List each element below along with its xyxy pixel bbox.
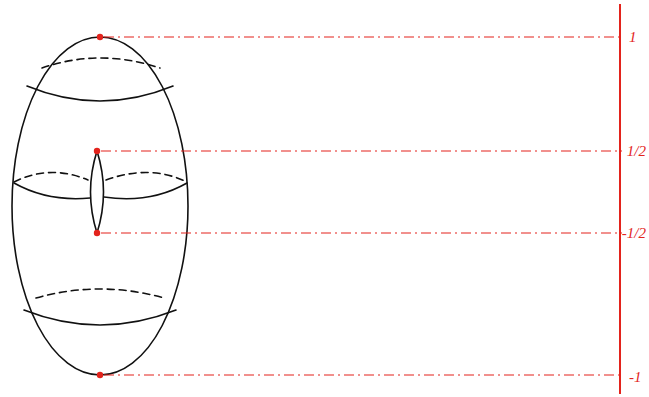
- torus-outline: [12, 37, 188, 375]
- critical-point: [97, 34, 103, 40]
- critical-point: [94, 230, 100, 236]
- hole-curve: [91, 151, 98, 233]
- critical-point: [94, 148, 100, 154]
- critical-point: [97, 372, 103, 378]
- height-value: -1: [629, 370, 642, 385]
- meridian-curve: [104, 183, 187, 199]
- height-axis: [619, 4, 621, 394]
- hidden-curve: [36, 289, 164, 298]
- meridian-curve: [14, 183, 90, 199]
- height-value: 1/2: [627, 144, 646, 159]
- hidden-curve: [106, 172, 187, 182]
- level-line: [104, 36, 622, 37]
- parallel-curve: [27, 86, 173, 101]
- level-line: [101, 232, 622, 233]
- hidden-curve: [14, 172, 88, 182]
- height-value: 1: [629, 30, 637, 45]
- hole-curve: [97, 151, 104, 233]
- level-line: [101, 150, 622, 151]
- level-line: [104, 374, 622, 375]
- height-value: -1/2: [622, 226, 646, 241]
- hidden-curve: [42, 58, 160, 68]
- parallel-curve: [24, 310, 176, 325]
